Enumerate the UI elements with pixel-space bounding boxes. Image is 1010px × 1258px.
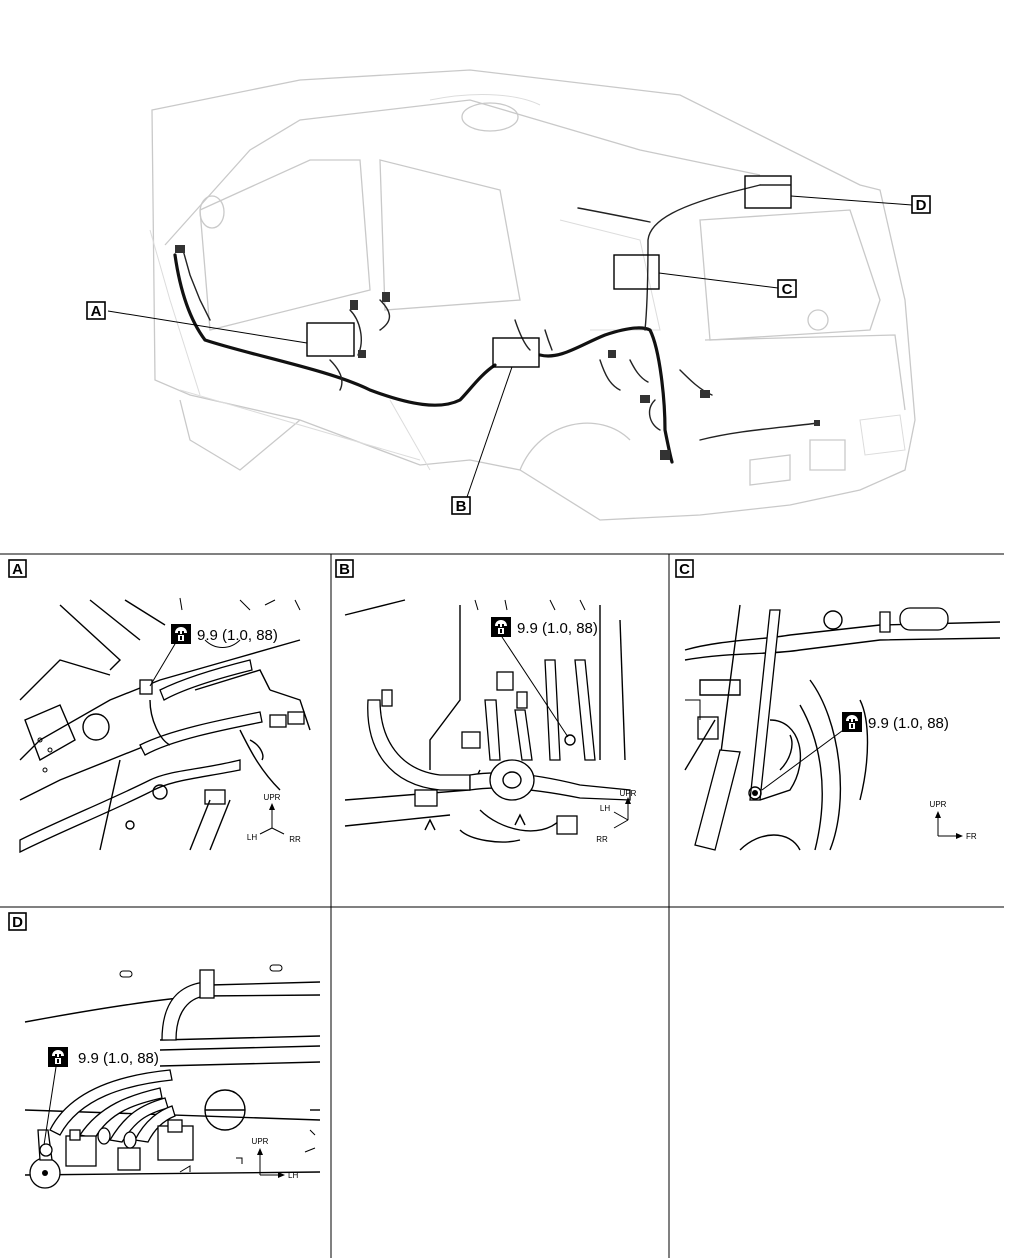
- panel-c: C 9.9 (1.0, 88): [675, 559, 1001, 851]
- detail-box-a: [107, 310, 355, 357]
- panel-a-drawing: [19, 597, 311, 854]
- detail-box-d: [744, 175, 913, 209]
- wiring-harness: [173, 184, 820, 464]
- callout-c: C: [777, 279, 797, 298]
- panel-b-torque-callout: 9.9 (1.0, 88): [491, 617, 598, 738]
- panel-c-torque-callout: 9.9 (1.0, 88): [761, 712, 949, 791]
- svg-text:UPR: UPR: [264, 793, 281, 802]
- panel-a: A: [8, 559, 311, 854]
- callout-a: A: [86, 301, 106, 320]
- svg-text:FR: FR: [966, 832, 977, 841]
- svg-text:UPR: UPR: [930, 800, 947, 809]
- vehicle-body: [149, 69, 916, 521]
- detail-box-c: [613, 254, 779, 290]
- detail-box-b: [466, 337, 540, 498]
- svg-text:9.9 (1.0, 88): 9.9 (1.0, 88): [517, 620, 598, 637]
- vehicle-overview-illustration: A B C D: [86, 69, 931, 521]
- svg-text:LH: LH: [600, 804, 610, 813]
- torque-wrench-icon: [48, 1047, 68, 1067]
- panel-d: D: [8, 912, 321, 1189]
- svg-text:9.9 (1.0, 88): 9.9 (1.0, 88): [78, 1050, 159, 1067]
- svg-text:9.9 (1.0, 88): 9.9 (1.0, 88): [868, 715, 949, 732]
- svg-text:LH: LH: [247, 833, 257, 842]
- torque-wrench-icon: [171, 624, 191, 644]
- svg-text:C: C: [782, 281, 793, 298]
- torque-wrench-icon: [491, 617, 511, 637]
- panel-d-torque-callout: 9.9 (1.0, 88): [43, 1047, 159, 1146]
- detail-grid: A: [0, 553, 1004, 1258]
- panel-b-drawing: [344, 599, 631, 843]
- svg-text:UPR: UPR: [620, 789, 637, 798]
- panel-c-axes: UPR FR: [930, 800, 977, 841]
- callout-b: B: [451, 496, 471, 515]
- svg-text:RR: RR: [289, 835, 301, 844]
- svg-text:RR: RR: [596, 835, 608, 844]
- svg-text:B: B: [456, 498, 467, 515]
- svg-text:UPR: UPR: [252, 1137, 269, 1146]
- panel-a-torque-callout: 9.9 (1.0, 88): [149, 624, 278, 687]
- svg-text:C: C: [679, 561, 690, 578]
- panel-b: B: [335, 559, 637, 844]
- panel-a-axes: UPR LH RR: [247, 793, 301, 844]
- svg-text:D: D: [12, 914, 23, 931]
- callout-d: D: [911, 195, 931, 214]
- panel-d-drawing: [24, 964, 321, 1189]
- svg-text:A: A: [91, 303, 102, 320]
- svg-text:D: D: [916, 197, 927, 214]
- svg-text:LH: LH: [288, 1171, 298, 1180]
- panel-d-axes: UPR LH: [252, 1137, 299, 1180]
- panel-c-drawing: [684, 604, 1001, 851]
- svg-text:B: B: [339, 561, 350, 578]
- svg-text:9.9 (1.0, 88): 9.9 (1.0, 88): [197, 627, 278, 644]
- grid-lines: [0, 553, 1004, 1258]
- svg-text:A: A: [12, 561, 23, 578]
- panel-b-axes: UPR LH RR: [596, 789, 636, 844]
